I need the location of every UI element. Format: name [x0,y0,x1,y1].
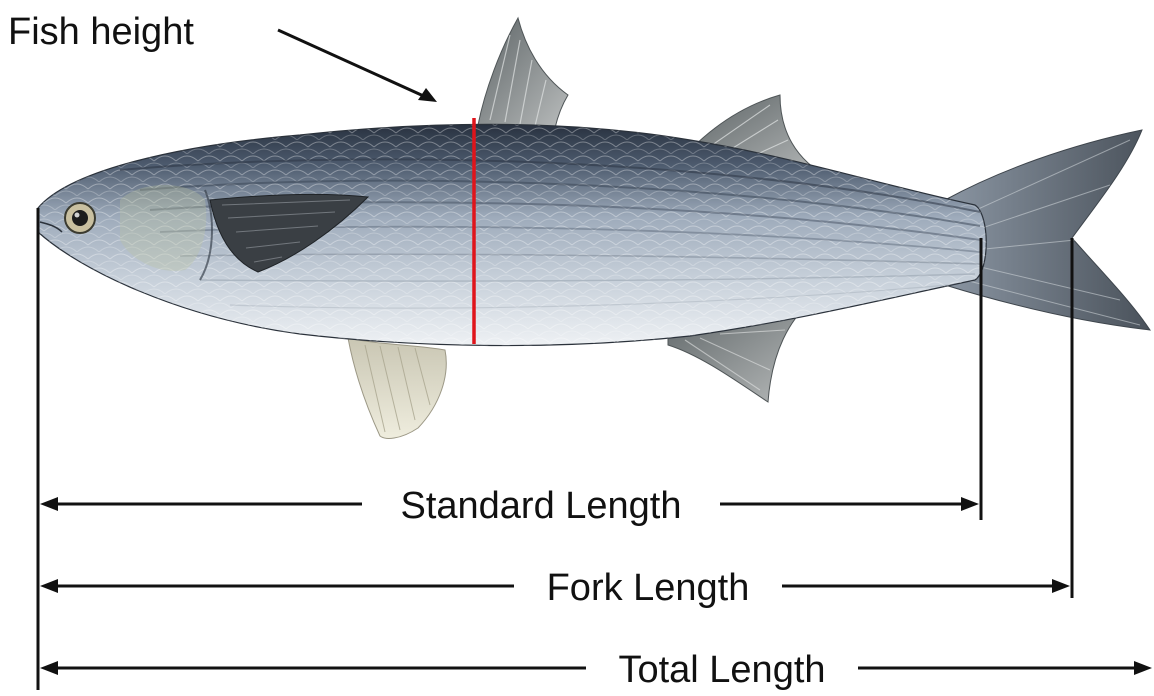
arrow-pointer-icon [278,30,437,102]
arrowhead-left-icon [40,579,58,593]
total-length-measure [40,661,1152,675]
arrowhead-right-icon [1134,661,1152,675]
arrowhead-left-icon [40,661,58,675]
arrowhead-right-icon [961,497,979,511]
total-length-label: Total Length [618,649,825,691]
fish-height-label: Fish height [8,11,194,53]
arrowhead-left-icon [40,497,58,511]
pelvic-fin [348,338,446,438]
arrowhead-right-icon [1052,579,1070,593]
fork-length-label: Fork Length [547,567,750,609]
standard-length-label: Standard Length [400,485,681,527]
